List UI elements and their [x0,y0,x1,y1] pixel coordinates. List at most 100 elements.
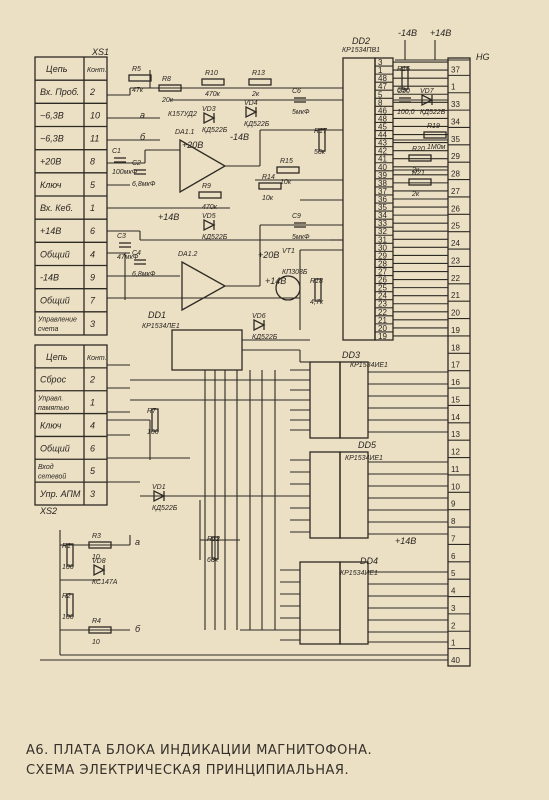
component-ref: R19 [427,123,440,130]
component-r13: R13 2к [248,70,272,98]
xs1-row-label-cont: счета [38,326,58,333]
svg-text:DA1.1: DA1.1 [175,129,195,136]
supply-label: +14В [265,276,286,286]
xs1-row-label: ~6,3В [40,134,64,144]
hg-pin-label: 10 [451,482,460,491]
dd2-pin-label: 47 [378,82,387,91]
hg-pin-label: 19 [451,326,460,335]
xs1-row-pin: 7 [90,296,96,306]
component-value: 10 [92,639,100,646]
component-ref: C2 [132,160,141,167]
xs1-row-pin: 8 [90,157,95,167]
dd2-pin-label: 32 [378,227,387,236]
hg-pin-label: 6 [451,552,456,561]
dd2-pin-label: 45 [378,122,387,131]
dd5-name: DD5 [358,440,377,450]
xs2-header-contact: Конт. [87,355,107,362]
component-value: 56к [314,149,326,156]
xs2-row-pin: 4 [90,420,95,430]
component-value: КС147А [92,579,118,586]
xs1-row-pin: 6 [90,226,95,236]
component-ref: R18 [310,278,323,285]
dd2-pin-label: 46 [378,106,387,115]
dd2-pin-label: 42 [378,147,387,156]
xs1-row-pin: 9 [90,273,95,283]
component-value: 68к [397,87,409,94]
dd2-pin-label: 25 [378,284,387,293]
component-value: 2к [411,191,420,198]
component-value: 6,8мкФ [132,181,156,188]
dd2-pin-label: 40 [378,163,387,172]
dd2-pin-label: 35 [378,203,387,212]
component-value: КД522Б [420,109,446,116]
dd2-pin-label: 31 [378,235,387,244]
xs1-name: XS1 [91,47,109,57]
hg-pin-label: 37 [451,65,460,74]
component-value: 2к [251,91,260,98]
component-value: 100 [62,614,74,621]
xs1-row-pin: 10 [90,110,100,120]
xs2-row-label-cont: сетевой [38,473,66,481]
hg-pin-label: 28 [451,170,460,179]
hg-pin-label: 12 [451,448,460,457]
dd2-pin-label: 44 [378,131,387,140]
hg-pin-label: 21 [451,291,460,300]
component-value: КД522Б [252,334,278,341]
dd2-pin-label: 34 [378,211,387,220]
supply-label: -14В [230,132,249,142]
component-ref: R12 [207,536,220,543]
xs2-row-label: Вход [38,463,54,471]
component-value: 10к [262,195,274,202]
component-ref: R16 [397,66,410,73]
chip-dd5: DD5 КР1534ИЕ1 [309,440,383,539]
component-ref: R13 [252,70,265,77]
xs2-row-label: Управл. [37,395,63,402]
xs2-row-label: Упр. АПМ [39,489,81,499]
xs2-header-circuit: Цепь [46,352,68,362]
xs1-row-pin: 4 [90,249,95,259]
dd2-pin-label: 8 [378,98,383,107]
dd2-pin-label: 48 [378,74,387,83]
component-ref: R8 [162,76,171,83]
hg-pin-label: 8 [451,517,456,526]
component-value: 5мкФ [292,109,310,116]
dd2-pin-label: 23 [378,300,387,309]
net-label-b: б [140,132,146,142]
xs1-row-pin: 2 [89,87,95,97]
component-ref: R14 [262,174,275,181]
supply-label: +14В [395,536,416,546]
xs2-row-pin: 2 [89,375,95,385]
component-ref: R15 [280,158,293,165]
component-ref: R10 [205,70,218,77]
xs2-row-pin: 3 [90,489,95,499]
component-value: 68к [207,557,219,564]
component-value: КД522Б [202,234,228,241]
opamp-da1-1: DA1.1 К157УД2 [168,111,227,194]
xs1-header-circuit: Цепь [46,64,68,74]
dd2-pin-label: 48 [378,114,387,123]
component-value: 470к [202,204,218,211]
xs2-row-pin: 6 [90,443,95,453]
component-value: КП303Б [282,269,308,276]
hg-pin-label: 13 [451,430,460,439]
xs1-row-label: Общий [40,296,70,306]
xs1-row-label: ~6,3В [40,110,64,120]
xs2-row-pin: 1 [90,398,95,408]
chip-dd4: DD4 КР1534ИЕ1 [299,556,378,645]
supply-label: +20В [258,250,279,260]
opamp-da1-2: DA1.2 [178,251,227,312]
hg-pin-label: 5 [451,569,456,578]
